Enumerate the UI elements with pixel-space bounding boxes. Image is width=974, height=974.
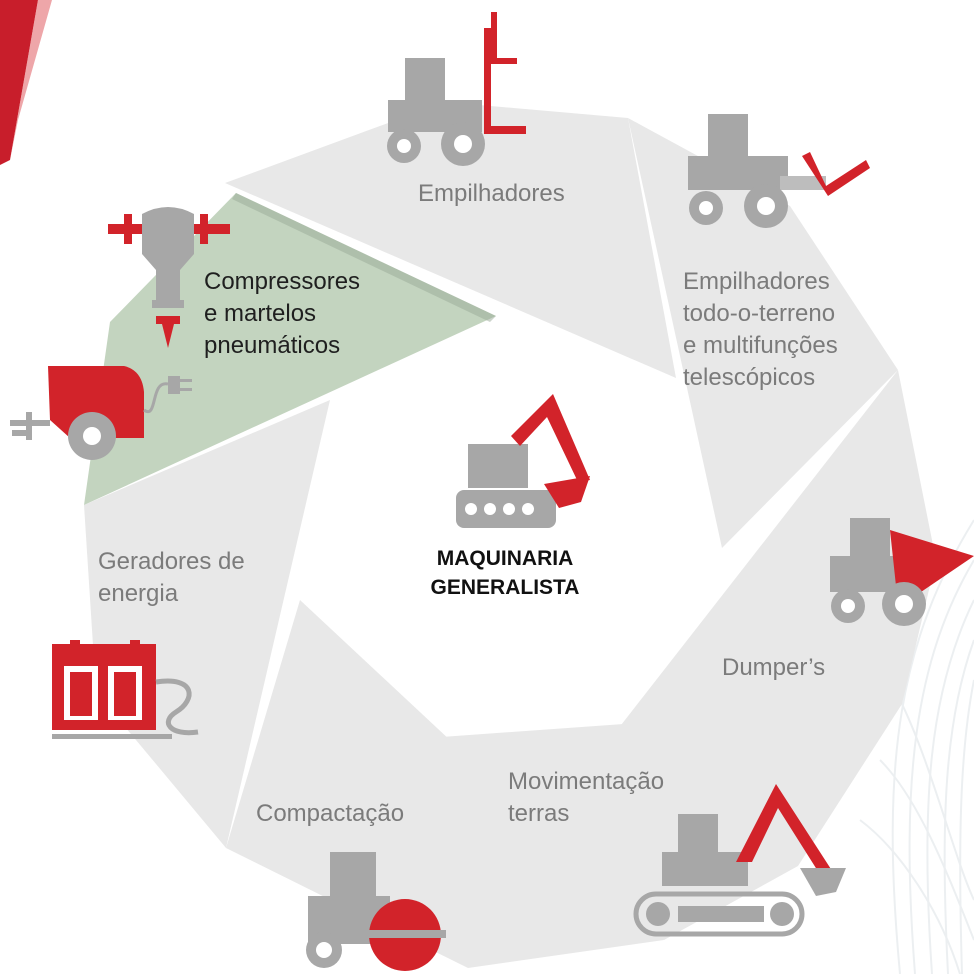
label-line: e martelos [204, 300, 317, 327]
label-geradores[interactable]: Geradores de energia [98, 546, 245, 610]
label-line: energia [98, 580, 179, 607]
label-line: todo-o-terreno [683, 300, 836, 327]
label-dumpers[interactable]: Dumper’s [722, 652, 825, 684]
label-line: Compressores [204, 268, 361, 295]
aperture-ring [84, 102, 936, 968]
label-line: Movimentação [508, 768, 665, 795]
label-line: Geradores de [98, 548, 245, 575]
label-empilhadores[interactable]: Empilhadores [418, 178, 565, 210]
excavator-icon [633, 784, 846, 937]
label-line: Empilhadores [683, 268, 830, 295]
center-title: MAQUINARIA GENERALISTA [400, 544, 610, 602]
segment-todo-terreno[interactable] [628, 118, 898, 548]
label-line: Dumper’s [722, 654, 826, 681]
generator-icon [52, 640, 199, 739]
jackhammer-compressor-icon [10, 207, 230, 460]
label-line: telescópicos [683, 364, 816, 391]
label-movimentacao[interactable]: Movimentação terras [508, 766, 664, 830]
dumper-icon [830, 518, 974, 626]
label-compactacao[interactable]: Compactação [256, 798, 404, 830]
label-line: Compactação [256, 800, 405, 827]
segment-empilhadores[interactable] [225, 102, 676, 378]
label-line: Empilhadores [418, 180, 565, 207]
center-title-line2: GENERALISTA [430, 576, 580, 599]
excavator-center-icon [456, 394, 590, 528]
label-line: e multifunções [683, 332, 838, 359]
label-line: terras [508, 800, 570, 827]
segment-dumpers[interactable] [600, 370, 936, 752]
center-title-line1: MAQUINARIA [436, 547, 574, 570]
segment-movimentacao[interactable] [400, 704, 902, 940]
label-line: pneumáticos [204, 332, 341, 359]
segment-edge-shadow [232, 193, 496, 322]
road-roller-icon [306, 852, 446, 971]
label-compressores[interactable]: Compressores e martelos pneumáticos [204, 266, 360, 362]
forklift-icon [387, 12, 526, 166]
label-todo-terreno[interactable]: Empilhadores todo-o-terreno e multifunçõ… [683, 266, 838, 394]
telehandler-icon [688, 114, 870, 228]
